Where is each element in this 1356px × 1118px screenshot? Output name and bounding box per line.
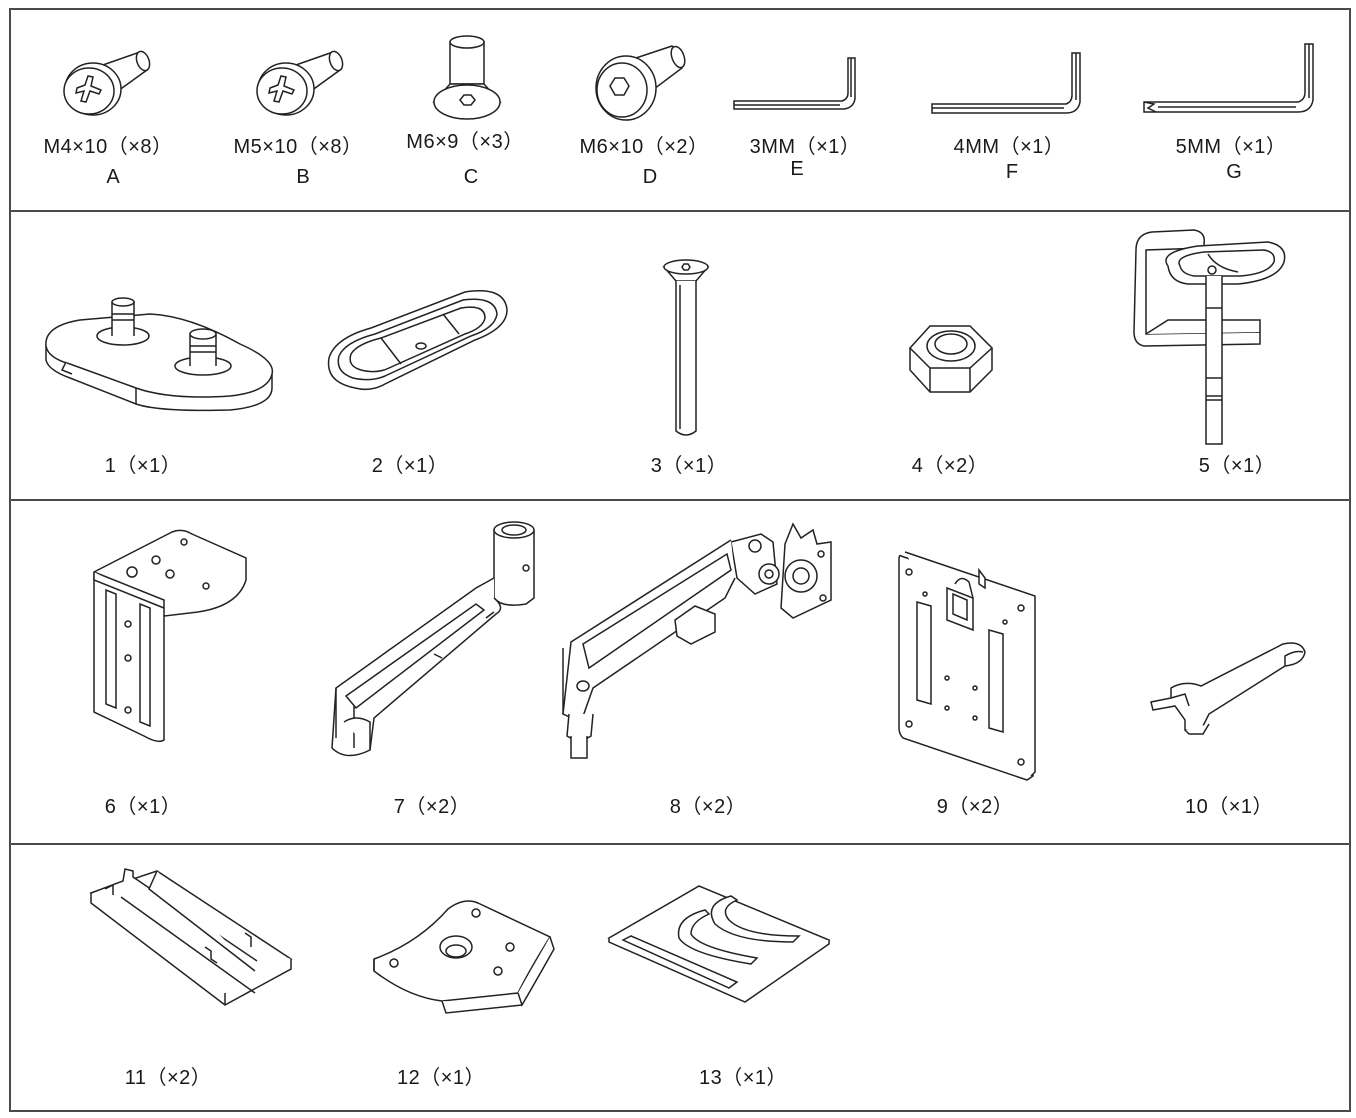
part-label: 8（×2） (669, 796, 747, 818)
part-label: 13（×1） (698, 1067, 788, 1089)
part-label: 1（×1） (104, 455, 182, 477)
hardware-letter: E (790, 158, 804, 180)
part-label: 7（×2） (393, 796, 471, 818)
part-label: 4（×2） (911, 455, 989, 477)
mount-plate-icon (368, 893, 560, 1018)
desk-clamp-icon (1128, 228, 1293, 446)
hardware-label: M6×10（×2） (579, 136, 709, 158)
gas-spring-arm-icon (555, 518, 840, 763)
phillips-screw-icon (248, 44, 348, 124)
allen-key-icon (1140, 42, 1320, 118)
part-label: 5（×1） (1198, 455, 1276, 477)
base-plate-icon (40, 288, 280, 413)
allen-key-icon (730, 55, 860, 115)
part-label: 6（×1） (104, 796, 182, 818)
vesa-plate-icon (895, 548, 1045, 783)
wrench-icon (1145, 636, 1310, 736)
hardware-label: M6×9（×3） (406, 131, 524, 153)
section-divider (9, 499, 1351, 501)
hardware-letter: G (1226, 161, 1242, 183)
l-bracket-icon (88, 528, 253, 746)
hardware-letter: A (106, 166, 120, 188)
part-label: 10（×1） (1184, 796, 1274, 818)
hex-nut-icon (904, 318, 1000, 398)
phillips-screw-icon (55, 44, 155, 124)
hardware-label: M5×10（×8） (233, 136, 363, 158)
bolt-icon (658, 255, 714, 440)
hardware-letter: F (1005, 161, 1019, 183)
hardware-letter: C (463, 166, 479, 188)
hardware-label: 5MM（×1） (1175, 136, 1287, 158)
cable-cover-icon (85, 863, 300, 1013)
hardware-label: M4×10（×8） (43, 136, 173, 158)
part-label: 3（×1） (650, 455, 728, 477)
section-divider (9, 843, 1351, 845)
rubber-pad-icon (605, 882, 835, 1004)
allen-key-icon (928, 50, 1088, 120)
part-label: 11（×2） (124, 1067, 212, 1089)
hardware-label: 4MM（×1） (953, 136, 1065, 158)
hardware-letter: D (642, 166, 658, 188)
extension-arm-icon (326, 518, 541, 763)
section-divider (9, 210, 1351, 212)
part-label: 9（×2） (936, 796, 1014, 818)
hardware-label: 3MM（×1） (749, 136, 861, 158)
part-label: 12（×1） (396, 1067, 486, 1089)
flat-hex-screw-icon (428, 32, 508, 124)
parts-list-frame (9, 8, 1351, 1112)
grommet-plate-icon (325, 288, 510, 398)
hardware-letter: B (296, 166, 310, 188)
hex-socket-screw-icon (590, 40, 690, 124)
part-label: 2（×1） (371, 455, 449, 477)
